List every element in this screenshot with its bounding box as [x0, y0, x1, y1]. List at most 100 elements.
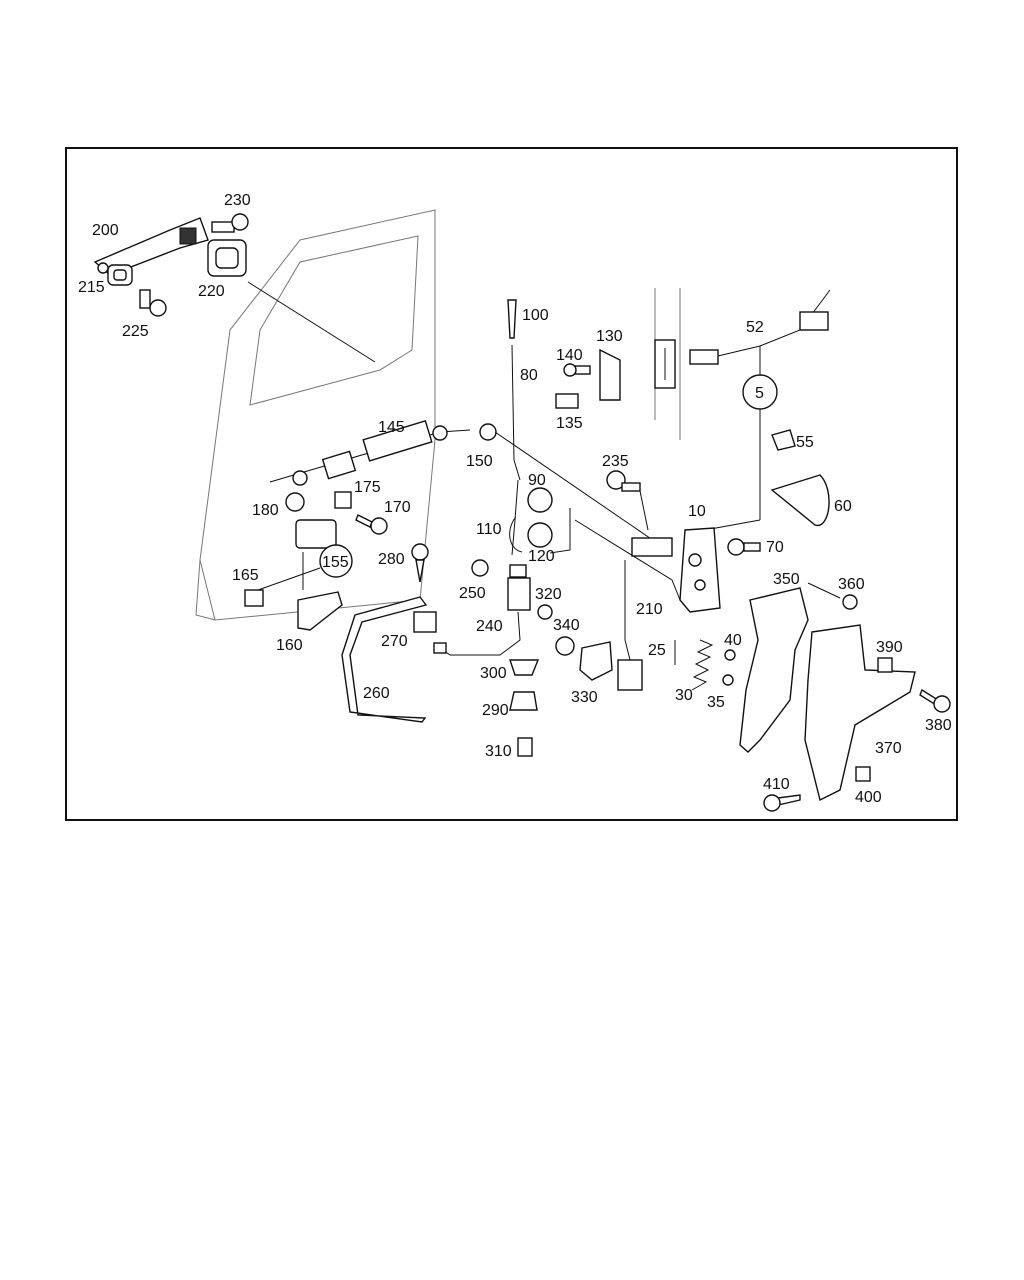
hinge-pillar — [654, 288, 681, 440]
label-280: 280 — [378, 551, 405, 568]
label-110: 110 — [476, 521, 502, 538]
label-155: 155 — [322, 554, 349, 571]
screw-170 — [355, 514, 388, 535]
label-150: 150 — [466, 453, 493, 470]
label-240: 240 — [476, 618, 503, 635]
screw-410 — [763, 794, 801, 812]
label-170: 170 — [384, 499, 411, 516]
strap-60 — [770, 474, 830, 526]
label-270: 270 — [381, 633, 408, 650]
label-52: 52 — [746, 319, 764, 336]
leader-150 — [494, 431, 661, 546]
label-410: 410 — [763, 776, 790, 793]
grommet-290 — [509, 691, 538, 711]
part-labels: 200 230 215 220 225 100 130 140 80 135 5… — [78, 192, 952, 806]
label-130: 130 — [596, 328, 623, 345]
screw-280 — [411, 543, 429, 583]
lock-parts-130-140-135 — [555, 348, 621, 409]
label-260: 260 — [363, 685, 390, 702]
label-210: 210 — [636, 601, 663, 618]
washer-340b — [555, 636, 575, 656]
label-10: 10 — [688, 503, 706, 520]
wiring-harness-52 — [689, 289, 831, 531]
rod-145 — [269, 419, 497, 486]
label-90: 90 — [528, 472, 546, 489]
gasket-220 — [207, 239, 247, 277]
door-outline — [195, 209, 436, 621]
spring-30 — [691, 639, 714, 691]
label-160: 160 — [276, 637, 303, 654]
screw-380 — [919, 688, 951, 713]
label-25: 25 — [648, 642, 666, 659]
bushings-90-120 — [509, 479, 571, 556]
label-330: 330 — [571, 689, 598, 706]
label-60: 60 — [834, 498, 852, 515]
nut-390 — [877, 657, 893, 673]
label-70: 70 — [766, 539, 784, 556]
label-220: 220 — [198, 283, 225, 300]
label-100: 100 — [522, 307, 549, 324]
label-215: 215 — [78, 279, 105, 296]
nut-400 — [855, 766, 871, 782]
gasket-215 — [107, 264, 133, 286]
bolt-225 — [139, 289, 167, 317]
label-300: 300 — [480, 665, 507, 682]
label-225: 225 — [122, 323, 149, 340]
label-145: 145 — [378, 419, 405, 436]
bracket-330 — [579, 641, 613, 681]
label-35: 35 — [707, 694, 725, 711]
bolt-235 — [606, 470, 641, 492]
bolt-230 — [211, 213, 249, 233]
rod-80-100 — [507, 299, 521, 481]
label-235: 235 — [602, 453, 629, 470]
clip-175 — [334, 491, 352, 509]
label-250: 250 — [459, 585, 486, 602]
bezel-160 — [297, 591, 343, 631]
carrier-350 — [739, 587, 809, 753]
label-5: 5 — [755, 385, 764, 402]
lock-10 — [574, 519, 721, 613]
label-320: 320 — [535, 586, 562, 603]
label-135: 135 — [556, 415, 583, 432]
label-360: 360 — [838, 576, 865, 593]
screw-360 — [842, 594, 858, 610]
bolt-70 — [727, 538, 761, 556]
label-350: 350 — [773, 571, 800, 588]
clip-40 — [724, 649, 736, 661]
washer-340 — [537, 604, 553, 620]
label-165: 165 — [232, 567, 259, 584]
plug-310 — [517, 737, 533, 757]
clip-165 — [244, 589, 264, 607]
callout-circle-155 — [319, 544, 353, 578]
label-80: 80 — [520, 367, 538, 384]
label-30: 30 — [675, 687, 693, 704]
panel-260 — [341, 596, 428, 723]
panel-370 — [804, 624, 916, 802]
cable-210 — [624, 560, 631, 661]
clip-270 — [413, 611, 437, 633]
interior-handle-155 — [295, 519, 337, 549]
label-180: 180 — [252, 502, 279, 519]
label-290: 290 — [482, 702, 509, 719]
clip-55 — [771, 429, 796, 451]
label-55: 55 — [796, 434, 814, 451]
label-200: 200 — [92, 222, 119, 239]
label-390: 390 — [876, 639, 903, 656]
label-340: 340 — [553, 617, 580, 634]
label-120: 120 — [528, 548, 555, 565]
washer-35 — [722, 674, 734, 686]
label-380: 380 — [925, 717, 952, 734]
label-310: 310 — [485, 743, 512, 760]
callout-circle-5 — [742, 374, 778, 410]
diagram-frame — [65, 147, 958, 821]
label-370: 370 — [875, 740, 902, 757]
grommet-300 — [509, 659, 540, 676]
label-40: 40 — [724, 632, 742, 649]
label-140: 140 — [556, 347, 583, 364]
grommet-180 — [285, 492, 305, 512]
motor-250-320 — [433, 559, 531, 656]
label-175: 175 — [354, 479, 381, 496]
label-230: 230 — [224, 192, 251, 209]
label-400: 400 — [855, 789, 882, 806]
